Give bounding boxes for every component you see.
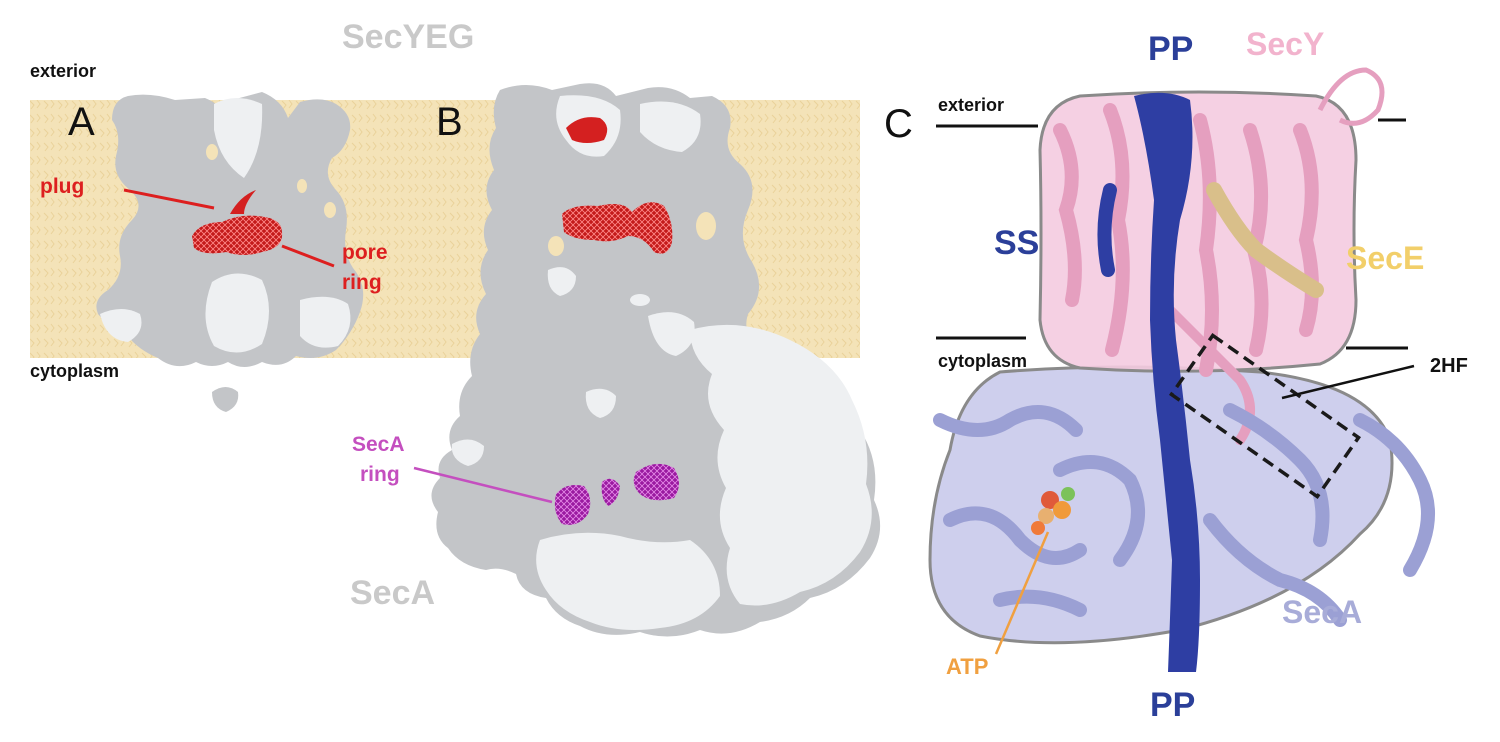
- atp-label: ATP: [946, 654, 989, 679]
- seca-ring-label-line1: SecA: [352, 433, 405, 456]
- panel-b-pore-ring-mesh: [562, 202, 673, 254]
- 2hf-label: 2HF: [1430, 355, 1468, 377]
- panel-c-seca-label: SecA: [1282, 594, 1363, 630]
- pp-bottom-label: PP: [1150, 686, 1196, 724]
- panel-c-atp-molecule: [1031, 487, 1075, 535]
- panel-a-letter: A: [68, 100, 95, 144]
- panel-b-seca-label: SecA: [350, 574, 436, 612]
- pore-label: pore: [342, 241, 388, 264]
- panel-b-seca-ring-mesh: [554, 463, 679, 525]
- secyeg-title: SecYEG: [342, 18, 475, 56]
- pp-top-label: PP: [1148, 30, 1194, 68]
- secy-label: SecY: [1246, 26, 1325, 62]
- panel-c-secy-loop: [1317, 67, 1385, 126]
- panel-c-polypeptide-channel: [1134, 92, 1200, 673]
- ss-label: SS: [994, 224, 1040, 262]
- panel-c-2hf-pointer: [1281, 364, 1415, 400]
- panel-c-signal-sequence: [1097, 183, 1117, 277]
- ring-label: ring: [342, 271, 382, 294]
- panel-a-pore-ring-mesh: [192, 190, 283, 255]
- panel-c-seca-helices: [933, 403, 1435, 627]
- panel-a-cytoplasm-label: cytoplasm: [30, 361, 120, 381]
- seca-ring-label-line2: ring: [360, 463, 400, 486]
- panel-c-atp-pointer: [994, 531, 1050, 655]
- panel-c-exterior-label: exterior: [938, 95, 1005, 115]
- sece-label: SecE: [1346, 240, 1425, 276]
- panel-c-letter: C: [884, 102, 913, 146]
- panel-c-sece-helix: [1206, 182, 1324, 298]
- panel-a-pointers: [123, 188, 335, 268]
- panel-a-exterior-label: exterior: [30, 61, 97, 81]
- plug-label: plug: [40, 175, 85, 198]
- panel-c-2hf-box: [1169, 333, 1361, 499]
- panel-b-plug-helix: [566, 117, 608, 143]
- panel-c-cytoplasm-label: cytoplasm: [938, 351, 1028, 371]
- panel-b-secyeg-seca-surface: [431, 83, 881, 637]
- panel-c-membrane-markers: [936, 118, 1408, 350]
- panel-b-seca-ring-pointer: [413, 466, 553, 504]
- panel-b-letter: B: [436, 100, 463, 144]
